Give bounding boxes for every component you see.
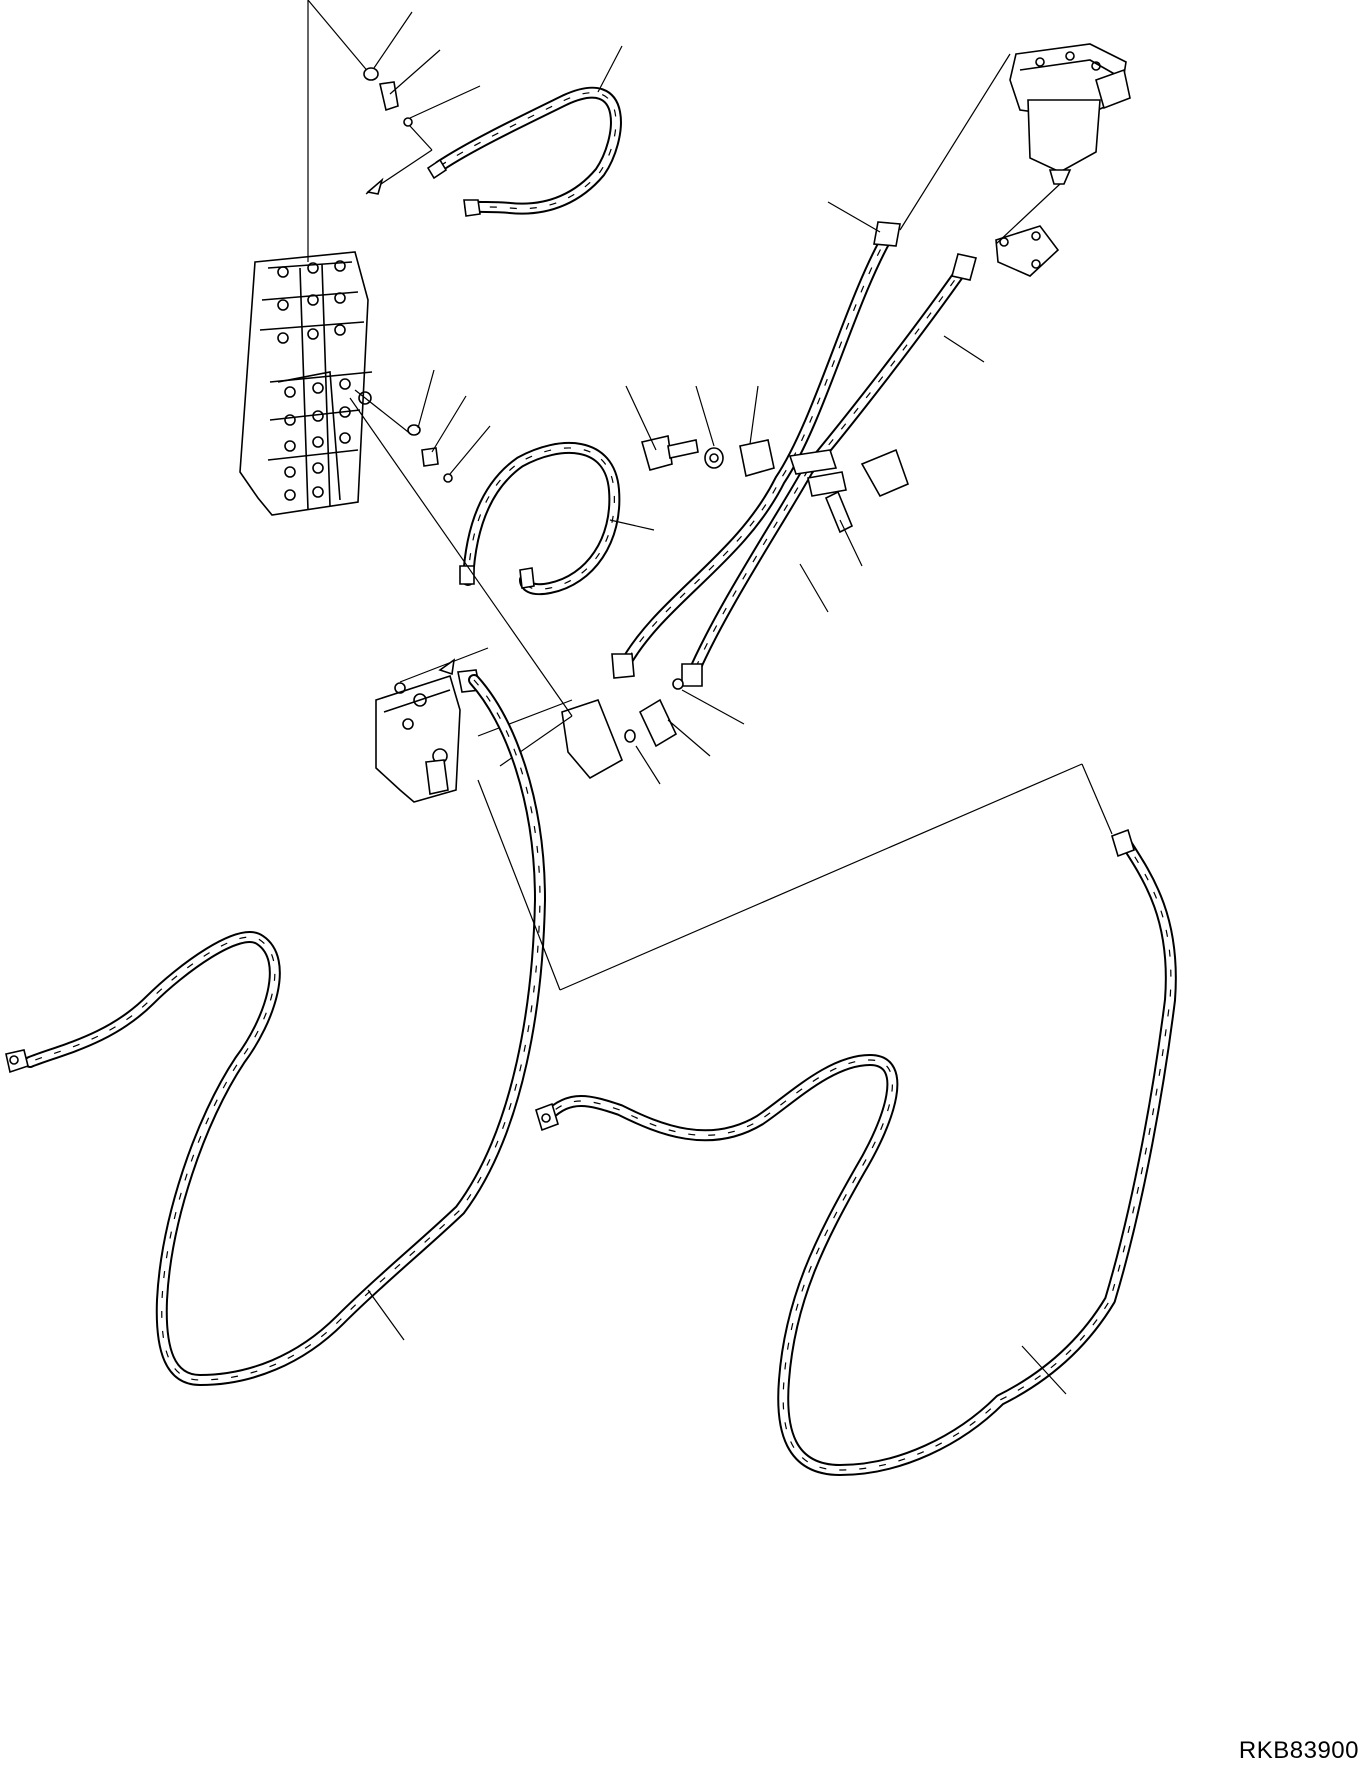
pilot-valve-block: [375, 647, 573, 803]
hose-long-left: [5, 674, 546, 1386]
hose-clamps: [788, 448, 910, 534]
reference-lines: [477, 763, 1113, 991]
control-valve: [239, 251, 373, 516]
hose-top-left: [426, 86, 622, 217]
top-left-fittings: [307, 0, 433, 262]
leader-lines: [367, 11, 1067, 1395]
hose-long-right: [535, 828, 1177, 1476]
mid-left-fittings: [354, 389, 453, 483]
filter-assembly: [899, 43, 1131, 277]
hose-mid-left: [459, 441, 621, 596]
center-fittings: [349, 397, 684, 780]
clamp-bolt-set: [640, 435, 775, 478]
drawing-code: RKB83900: [1238, 1737, 1359, 1764]
